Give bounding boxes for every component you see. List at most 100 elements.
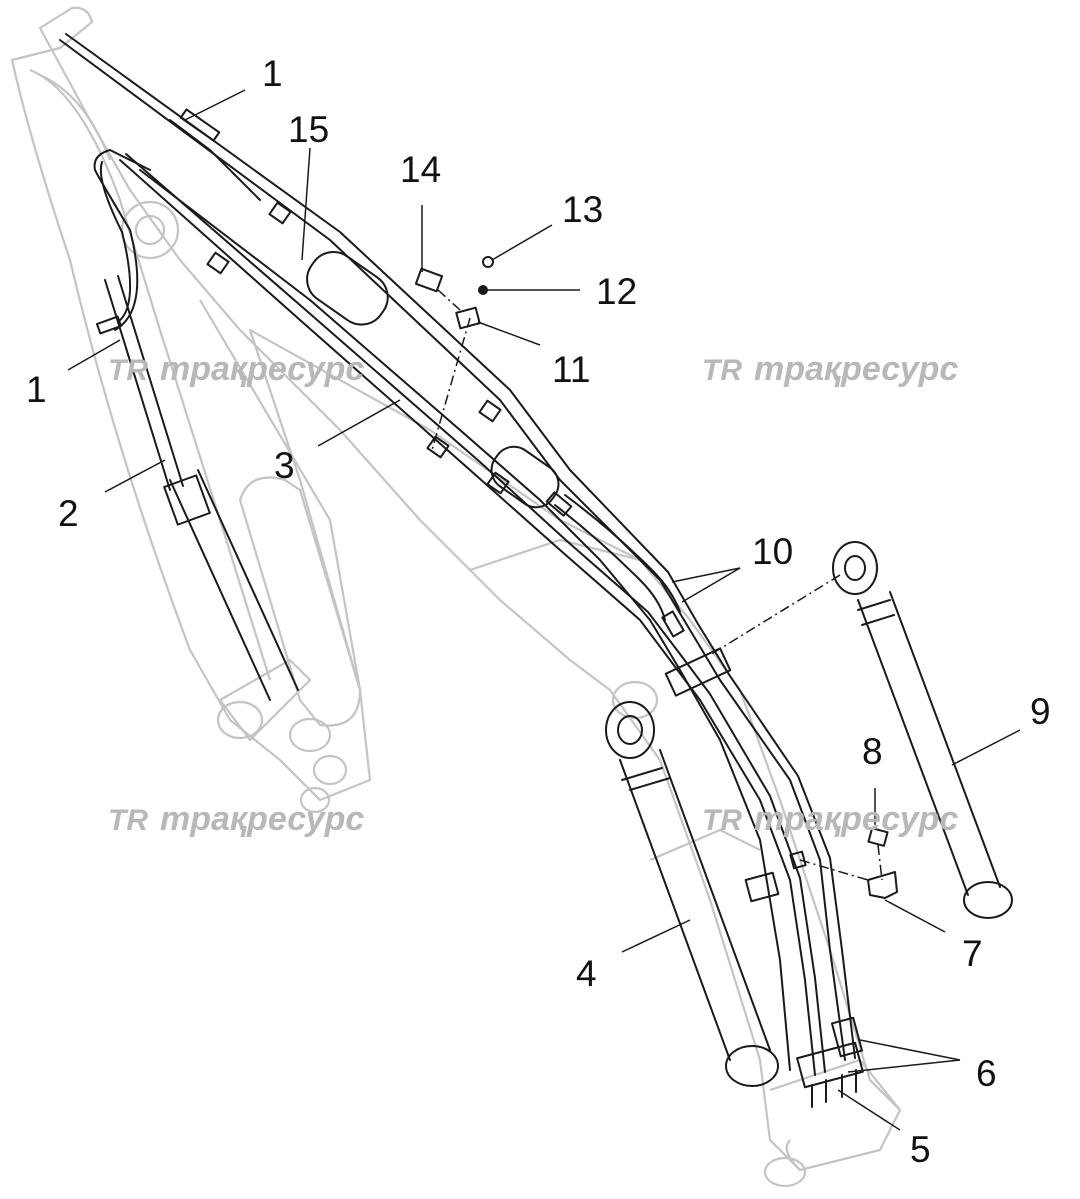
leader-5 — [837, 1089, 901, 1131]
boom-cylinder-rod-2 — [117, 275, 184, 487]
callout-7: 7 — [962, 933, 983, 974]
dash-part7 — [877, 844, 883, 881]
callout-1-left: 1 — [26, 369, 47, 410]
watermark-logo: TR — [702, 804, 742, 837]
arm-cylinder-eye-inner — [617, 715, 643, 745]
clamp-4 — [478, 399, 502, 423]
boom-pivot-pin — [134, 214, 166, 246]
leader-6-a — [859, 1039, 961, 1061]
boom-web-opening-2 — [199, 299, 362, 691]
tip-fittings — [811, 1069, 857, 1108]
bucket-cyl-gland — [857, 599, 895, 626]
line-cylinder-lower — [490, 445, 560, 509]
watermark-3: TR трақресурс — [108, 800, 364, 838]
watermark-logo: TR — [108, 354, 148, 387]
leader-9 — [951, 729, 1021, 766]
part-7-bracket — [789, 850, 807, 870]
callout-14: 14 — [400, 149, 441, 190]
arm-cylinder-gland — [621, 767, 671, 791]
part-13-bolt — [482, 256, 494, 268]
hose-fitting-top — [179, 108, 221, 142]
boom-foot-eye — [216, 700, 264, 740]
part-7-clamp — [867, 871, 898, 899]
arm-upper-boss — [611, 680, 659, 720]
line-cylinder-upper — [306, 251, 389, 326]
boom-link-eye — [299, 786, 331, 814]
watermark-1: TR трақресурс — [108, 350, 364, 388]
bucket-cyl-end — [963, 881, 1013, 919]
boom-cylinder-barrel — [169, 469, 299, 701]
leader-13 — [491, 224, 553, 261]
clamp-block-tip — [796, 1041, 864, 1089]
callout-15: 15 — [288, 109, 329, 150]
bucket-cyl-body — [857, 591, 1001, 896]
callout-6: 6 — [976, 1053, 997, 1094]
watermark-2: TR трақресурс — [702, 350, 958, 388]
part-8-block — [867, 827, 889, 847]
leader-4 — [621, 919, 691, 953]
dash-part14 — [437, 289, 461, 311]
dash-cyl-eye-to-clamp — [709, 574, 841, 656]
leader-1-top — [184, 89, 246, 121]
watermark-text: трақресурс — [754, 350, 958, 388]
arm-cylinder-eye — [605, 701, 655, 759]
watermark-text: трақресурс — [160, 800, 364, 838]
dash-part7-b — [799, 859, 869, 881]
callouts: 1 1 2 3 4 5 6 7 8 9 10 11 12 13 14 15 — [26, 53, 1051, 1170]
clamp-block-10 — [664, 647, 732, 697]
boom-web-opening — [238, 476, 362, 727]
part-12-washer — [478, 285, 488, 295]
hose-fitting-left — [95, 315, 123, 335]
boom-tube-lower-2 — [125, 153, 826, 1073]
leader-lines — [67, 89, 1021, 1131]
callout-4: 4 — [576, 953, 597, 994]
callout-3: 3 — [274, 445, 295, 486]
leader-2 — [104, 459, 166, 493]
boom-rib-2 — [39, 73, 112, 161]
flex-hose-left — [93, 149, 151, 331]
boom-tube-upper — [59, 39, 846, 1061]
clamp-1 — [268, 201, 292, 225]
clamp-2 — [206, 251, 230, 275]
arm-cylinder-body — [619, 749, 771, 1061]
callout-12: 12 — [596, 271, 637, 312]
clamp-3 — [426, 435, 450, 459]
boom-outline — [10, 6, 902, 1172]
callout-5: 5 — [910, 1129, 931, 1170]
hose-fitting-mid-1 — [545, 491, 573, 517]
boom-tip-bracket — [769, 1058, 901, 1171]
clamp-5 — [486, 471, 510, 495]
hose-bend-2 — [564, 494, 681, 613]
bucket-cyl-eye-inner — [844, 555, 866, 581]
watermark-4: TR трақресурс — [702, 800, 958, 838]
watermark-logo: TR — [108, 804, 148, 837]
leader-10-b — [681, 567, 741, 603]
callout-9: 9 — [1030, 691, 1051, 732]
leader-11 — [477, 321, 541, 346]
part-14-block — [414, 267, 444, 293]
dash-bolt-to-clamp — [431, 317, 471, 451]
boom-foot-eye-3 — [312, 754, 348, 786]
boom-tube-upper-2 — [65, 33, 856, 1059]
flex-hose-top — [169, 119, 261, 201]
callout-11: 11 — [552, 349, 590, 390]
clamp-block-tip-2 — [830, 1016, 864, 1058]
boom-cylinder-gland — [163, 474, 211, 526]
callout-2: 2 — [58, 493, 79, 534]
arm-tip-eye — [763, 1156, 807, 1188]
hose-bend-1 — [554, 504, 666, 621]
boom-link — [218, 658, 312, 742]
part-11-clamp — [455, 306, 481, 330]
assembly-lines — [431, 289, 883, 881]
callout-10: 10 — [752, 531, 793, 572]
callout-1-top: 1 — [262, 53, 283, 94]
leader-3 — [317, 399, 401, 447]
callout-13: 13 — [562, 189, 603, 230]
hose-fitting-mid-2 — [661, 610, 685, 638]
boom-tube-lower — [119, 159, 816, 1076]
boom-lower-flange — [649, 828, 761, 862]
boom-tube-mid — [139, 169, 791, 1071]
hydraulic-parts — [59, 33, 1013, 1108]
boom-cylinder-rod — [104, 279, 171, 491]
